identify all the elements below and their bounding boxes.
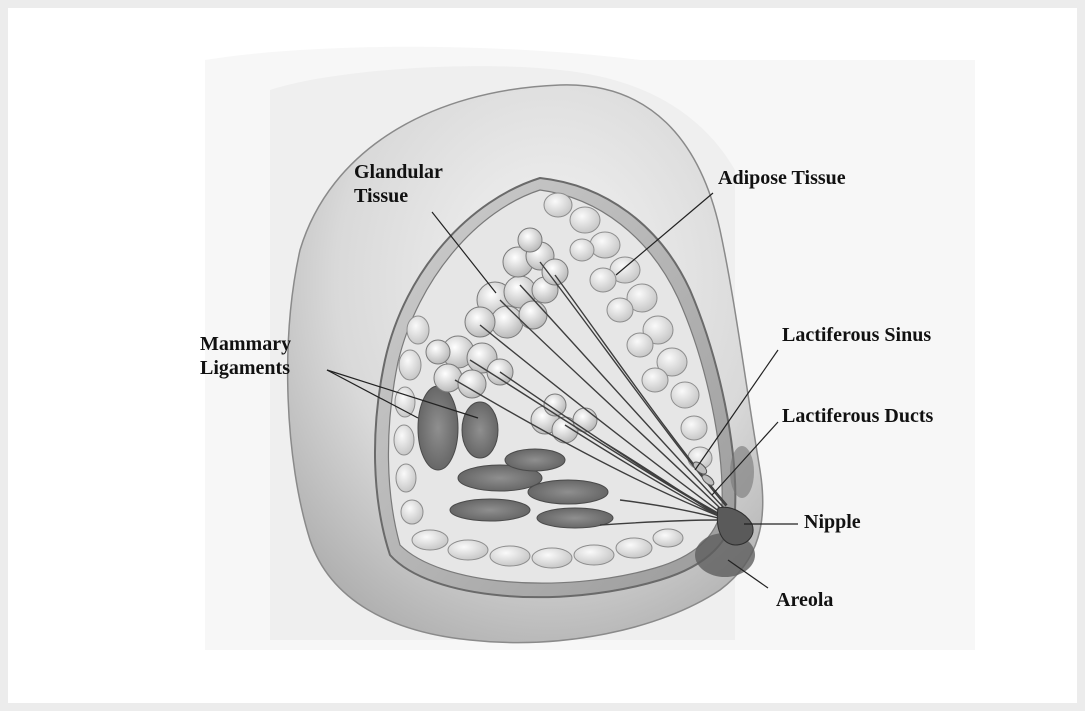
label-lactiferous-ducts: Lactiferous Ducts (782, 404, 933, 428)
label-adipose-tissue: Adipose Tissue (718, 166, 846, 190)
label-nipple: Nipple (804, 510, 861, 534)
label-lactiferous-sinus: Lactiferous Sinus (782, 323, 931, 347)
label-mammary-ligaments: Mammary Ligaments (200, 332, 291, 380)
label-areola: Areola (776, 588, 833, 612)
label-glandular-tissue: Glandular Tissue (354, 160, 443, 208)
